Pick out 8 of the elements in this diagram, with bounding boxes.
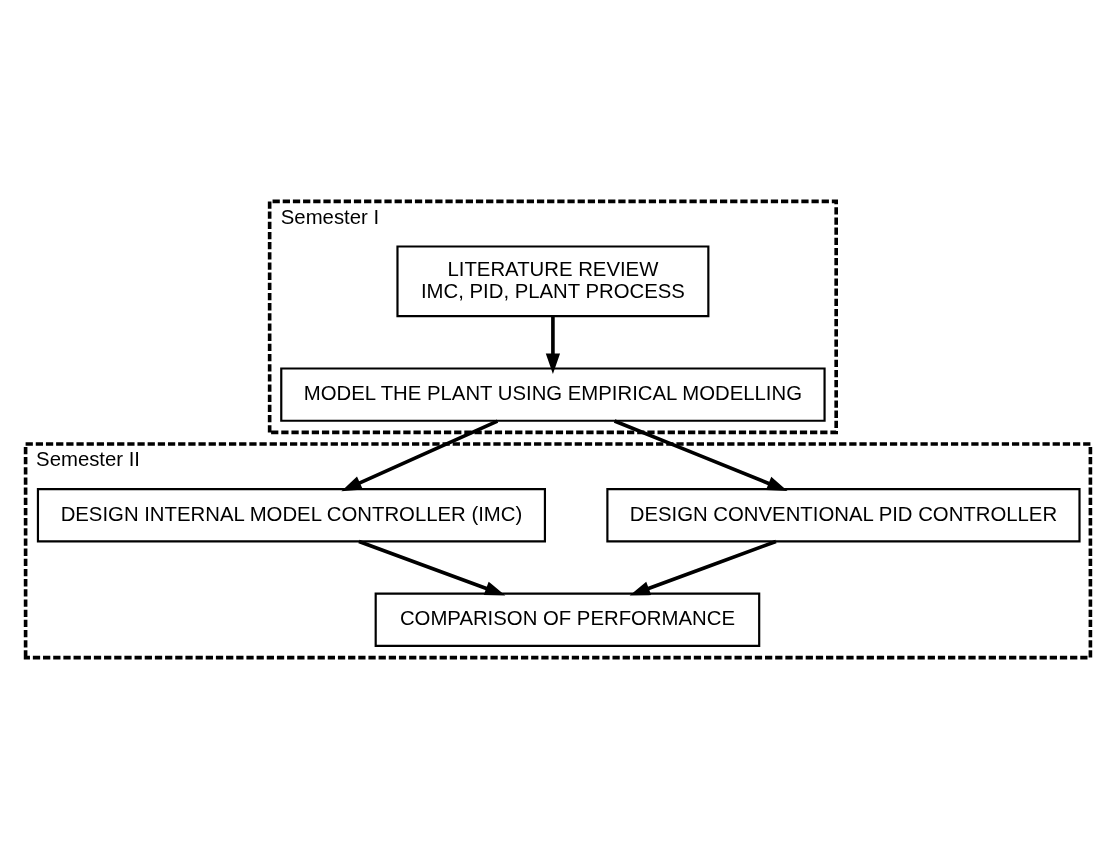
node-box: DESIGN CONVENTIONAL PID CONTROLLER bbox=[606, 487, 1081, 543]
node-box: MODEL THE PLANT USING EMPIRICAL MODELLING bbox=[280, 367, 826, 422]
node-box: COMPARISON OF PERFORMANCE bbox=[374, 592, 761, 648]
arrow bbox=[545, 316, 561, 374]
node-box: LITERATURE REVIEW IMC, PID, PLANT PROCESS bbox=[396, 245, 710, 318]
arrow bbox=[629, 539, 777, 596]
arrow bbox=[358, 539, 506, 596]
node-box: DESIGN INTERNAL MODEL CONTROLLER (IMC) bbox=[36, 487, 546, 543]
